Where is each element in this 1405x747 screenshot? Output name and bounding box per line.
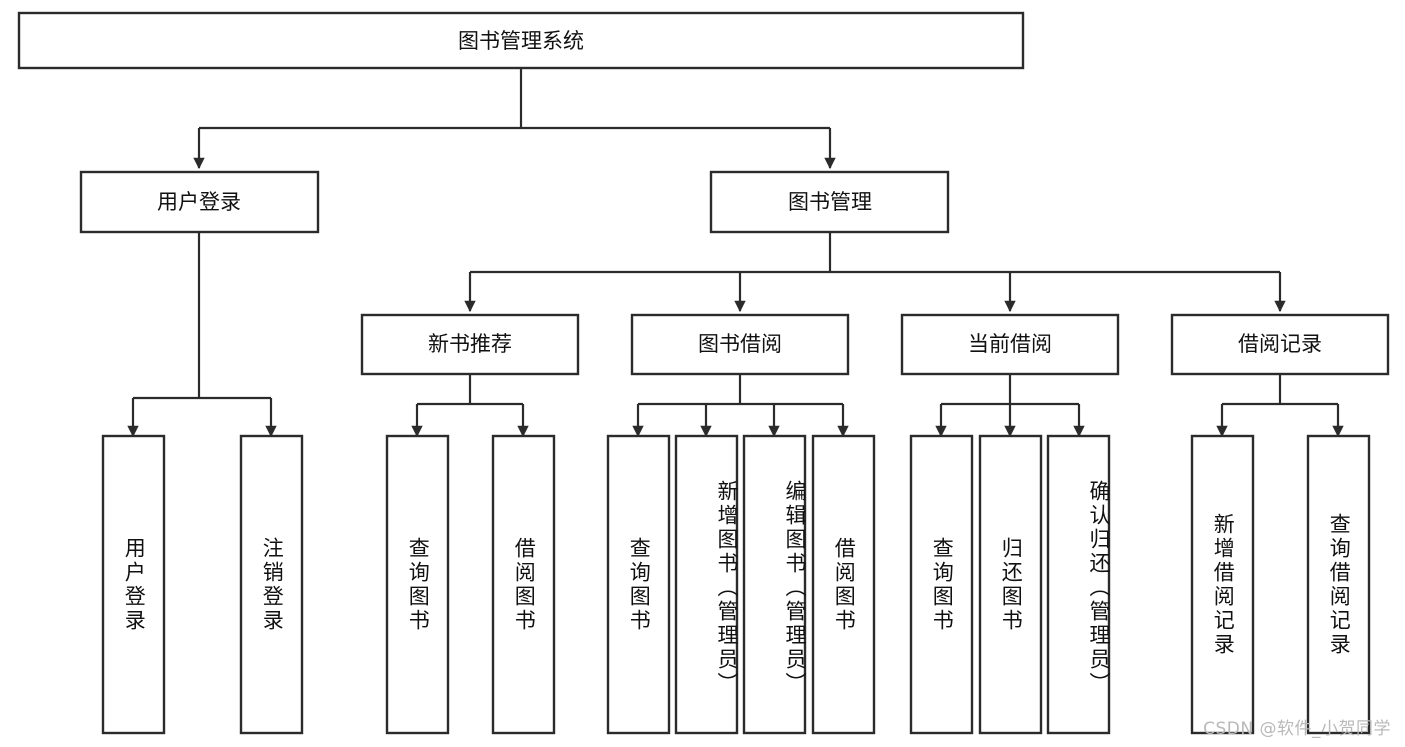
- node-box-leaf-user-login-1[interactable]: [239, 434, 304, 735]
- node-box-leaf-borrow-record-0[interactable]: [1190, 434, 1255, 735]
- node-label-book-manage: 图书管理: [788, 190, 872, 214]
- node-box-leaf-book-borrow-3[interactable]: [811, 434, 876, 735]
- node-box-leaf-current-borrow-1[interactable]: [978, 434, 1043, 735]
- node-box-leaf-book-borrow-0[interactable]: [606, 434, 671, 735]
- node-box-book-manage[interactable]: [709, 170, 950, 234]
- connectors: [127, 68, 1344, 438]
- node-label-user-login: 用户登录: [157, 190, 241, 214]
- node-label-root: 图书管理系统: [458, 29, 584, 53]
- node-label-borrow-record: 借阅记录: [1238, 332, 1322, 356]
- node-box-new-book-recommend[interactable]: [360, 313, 580, 376]
- node-box-leaf-new-book-0[interactable]: [385, 434, 450, 735]
- node-box-leaf-book-borrow-2[interactable]: [742, 434, 807, 735]
- node-box-leaf-current-borrow-2[interactable]: [1046, 434, 1111, 735]
- node-box-leaf-borrow-record-1[interactable]: [1306, 434, 1371, 735]
- node-label-book-borrow: 图书借阅: [698, 332, 782, 356]
- node-label-new-book-recommend: 新书推荐: [428, 332, 512, 356]
- node-boxes: [17, 11, 1390, 735]
- watermark-text: CSDN @软件_小贺同学: [1203, 719, 1391, 739]
- node-box-user-login[interactable]: [79, 170, 320, 234]
- node-box-leaf-user-login-0[interactable]: [101, 434, 166, 735]
- node-box-root[interactable]: [17, 11, 1025, 70]
- node-box-current-borrow[interactable]: [900, 313, 1120, 376]
- node-box-borrow-record[interactable]: [1170, 313, 1390, 376]
- node-label-current-borrow: 当前借阅: [968, 332, 1052, 356]
- node-box-leaf-book-borrow-1[interactable]: [674, 434, 739, 735]
- node-box-leaf-current-borrow-0[interactable]: [909, 434, 974, 735]
- node-labels-horizontal: 图书管理系统 用户登录 图书管理 新书推荐 图书借阅 当前借阅 借阅记录: [157, 29, 1322, 356]
- node-box-book-borrow[interactable]: [630, 313, 850, 376]
- node-box-leaf-new-book-1[interactable]: [491, 434, 556, 735]
